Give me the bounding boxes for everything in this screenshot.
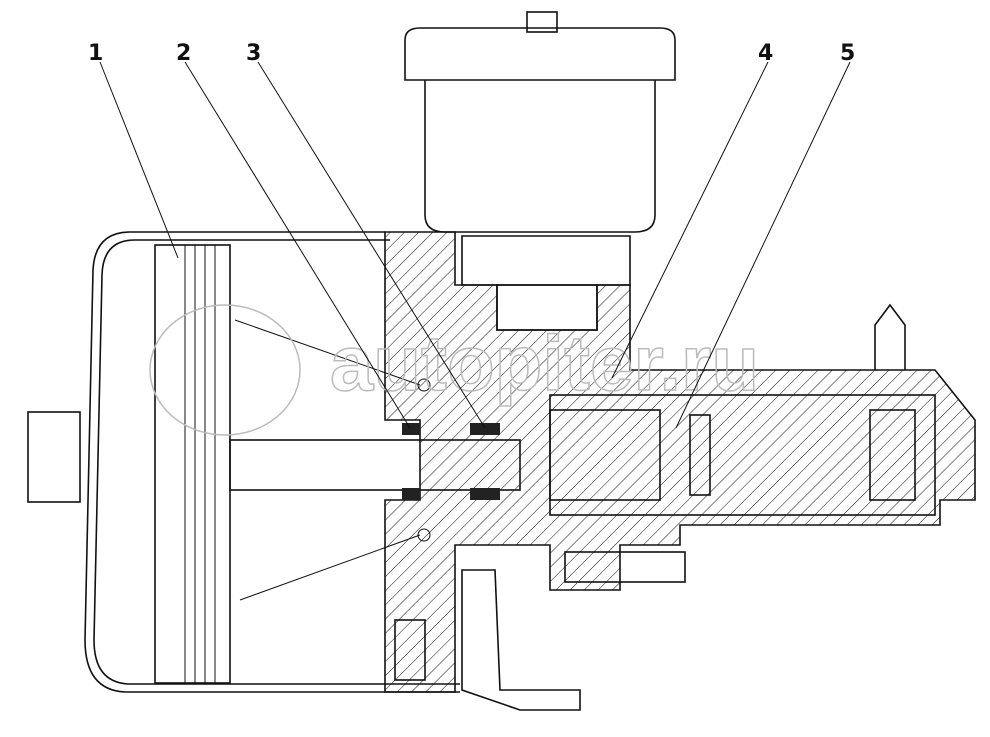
callout-2: 2 — [176, 41, 191, 66]
callout-1: 1 — [88, 41, 103, 66]
callout-4: 4 — [758, 41, 773, 66]
watermark-text: autopiter.ru — [330, 319, 759, 407]
cylinder-body — [384, 231, 976, 711]
callout-5: 5 — [840, 41, 855, 66]
callout-3: 3 — [246, 41, 261, 66]
leader-lines — [99, 61, 851, 429]
